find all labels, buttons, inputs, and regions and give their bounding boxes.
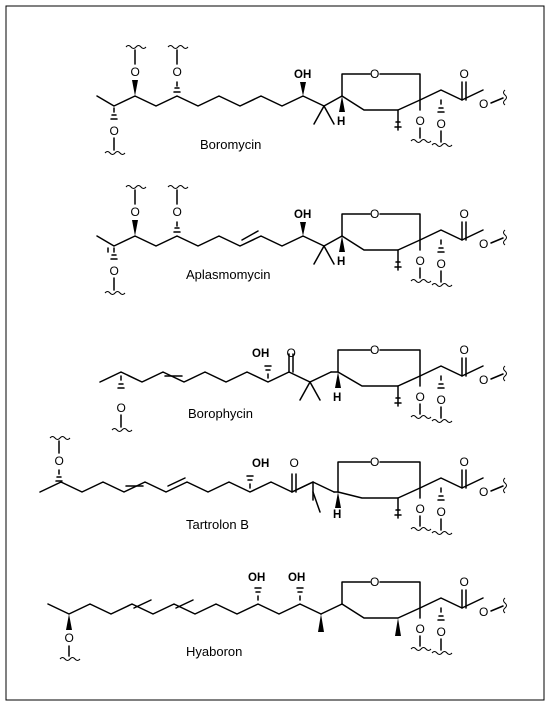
oxygen-atom: O (437, 625, 446, 639)
compound-name: Borophycin (188, 406, 253, 421)
ester-oxygen: O (479, 373, 488, 387)
oxygen-atom: O (416, 622, 425, 636)
oxygen-atom: O (65, 631, 74, 645)
wavy-bond (431, 283, 453, 287)
hydroxyl-label: OH (294, 209, 311, 221)
tetrahydrofuran-ring (341, 581, 371, 605)
carbon-chain (39, 481, 314, 493)
wavy-bond (503, 89, 507, 106)
ester-oxygen: O (479, 605, 488, 619)
ring-oxygen: O (370, 67, 379, 81)
carbonyl-oxygen: O (460, 575, 469, 589)
wavy-bond (431, 143, 453, 147)
oxygen-atom: O (437, 393, 446, 407)
ring-oxygen: O (370, 207, 379, 221)
wavy-bond (49, 436, 71, 440)
carbonyl-oxygen: O (460, 207, 469, 221)
compound-name: Hyaboron (186, 644, 242, 659)
hydrogen-label: H (333, 392, 341, 404)
hydroxyl-label: OH (252, 458, 269, 470)
hydroxyl-label: OH (252, 348, 269, 360)
hydrogen-label: H (333, 509, 341, 521)
wavy-bond (503, 477, 507, 494)
structure-hyaboron: O OH OH O O O O O (47, 572, 507, 661)
oxygen-atom: O (437, 257, 446, 271)
carbon-chain (96, 95, 325, 107)
oxygen-atom: O (416, 114, 425, 128)
hydrogen-label: H (337, 116, 345, 128)
compound-name: Aplasmomycin (186, 267, 271, 282)
structure-borophycin: O OH O O H O O O O (99, 343, 507, 432)
structure-tartrolon-b: O OH O O H O O O (39, 436, 507, 535)
oxygen-atom: O (173, 65, 182, 79)
tetrahydrofuran-ring (333, 461, 371, 493)
compound-name: Boromycin (200, 137, 261, 152)
wavy-bond (503, 229, 507, 246)
wavy-bond (431, 651, 453, 655)
ring-oxygen: O (370, 455, 379, 469)
carbon-chain (47, 603, 322, 615)
ring-oxygen: O (370, 343, 379, 357)
ring-oxygen: O (370, 575, 379, 589)
ester-oxygen: O (479, 97, 488, 111)
structure-aplasmomycin: O O O OH O H O O O (96, 185, 507, 295)
oxygen-atom: O (437, 505, 446, 519)
carbon-chain (99, 371, 311, 383)
tetrahydrofuran-ring (330, 349, 371, 373)
oxygen-atom: O (437, 117, 446, 131)
tetrahydrofuran-ring (341, 73, 371, 97)
carbonyl-oxygen: O (290, 456, 299, 470)
wavy-bond (104, 151, 126, 155)
ester-oxygen: O (479, 237, 488, 251)
oxygen-atom: O (117, 401, 126, 415)
oxygen-atom: O (55, 454, 64, 468)
compound-name: Tartrolon B (186, 517, 249, 532)
oxygen-atom: O (110, 264, 119, 278)
hydroxyl-label: OH (288, 572, 305, 584)
hydroxyl-label: OH (294, 69, 311, 81)
wavy-bond (503, 365, 507, 382)
wavy-bond (125, 45, 147, 49)
oxygen-atom: O (416, 254, 425, 268)
wavy-bond (410, 139, 432, 143)
hydroxyl-label: OH (248, 572, 265, 584)
hydrogen-label: H (337, 256, 345, 268)
carbon-chain (96, 235, 325, 247)
carbonyl-oxygen: O (287, 346, 296, 360)
carbonyl-oxygen: O (460, 343, 469, 357)
oxygen-atom: O (173, 205, 182, 219)
wavy-bond (104, 291, 126, 295)
wavy-bond (410, 527, 432, 531)
wavy-bond (431, 419, 453, 423)
oxygen-atom: O (416, 502, 425, 516)
oxygen-atom: O (416, 390, 425, 404)
wavy-bond (410, 279, 432, 283)
carbonyl-oxygen: O (460, 67, 469, 81)
ester-oxygen: O (479, 485, 488, 499)
structure-boromycin: O O O OH O H O (96, 45, 507, 155)
wavy-bond (59, 657, 81, 661)
carbonyl-oxygen: O (460, 455, 469, 469)
oxygen-atom: O (131, 205, 140, 219)
wavy-bond (125, 185, 147, 189)
tetrahydrofuran-ring (341, 213, 371, 237)
wavy-bond (111, 428, 133, 432)
oxygen-atom: O (110, 124, 119, 138)
wavy-bond (410, 415, 432, 419)
oxygen-atom: O (131, 65, 140, 79)
wavy-bond (167, 185, 189, 189)
wavy-bond (410, 647, 432, 651)
wavy-bond (503, 597, 507, 614)
wavy-bond (167, 45, 189, 49)
wavy-bond (431, 531, 453, 535)
figure-border (5, 5, 545, 701)
